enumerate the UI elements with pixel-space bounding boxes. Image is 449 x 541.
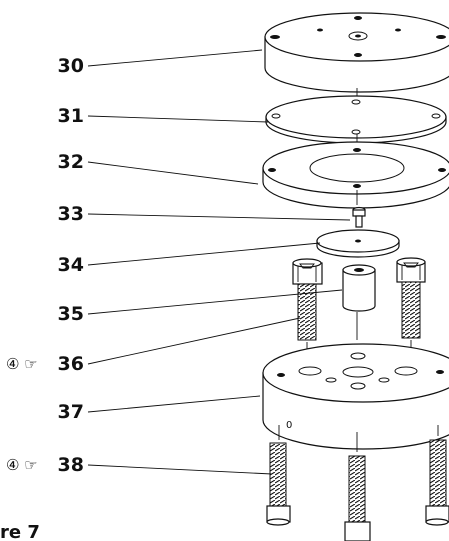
part-36-cap-screw-right: [396, 257, 426, 366]
part-30-top-plate: [264, 12, 449, 93]
part-36-cap-screw-left: [292, 258, 323, 366]
part-37-base-block: 0: [262, 343, 449, 450]
part-32-ring-flange: [262, 141, 449, 209]
label-33: 33: [58, 203, 84, 225]
hole-mark: 0: [286, 420, 292, 431]
part-34-small-disc: [316, 229, 400, 258]
part-labels: 30 31 32 33 34 35 36 ④ ☞ 37 38 ④ ☞: [6, 55, 84, 476]
label-32: 32: [58, 151, 84, 173]
part-38-bolt-right: [425, 425, 449, 526]
label-35: 35: [58, 303, 84, 325]
label-34: 34: [58, 254, 84, 276]
label-37: 37: [58, 401, 84, 423]
label-31: 31: [58, 105, 84, 127]
note-38-symbols: ④ ☞: [6, 456, 38, 474]
label-36: 36: [58, 353, 84, 375]
part-38-bolt-left: [266, 425, 291, 526]
part-35-spacer-sleeve: [342, 264, 376, 340]
leader-lines: [87, 49, 351, 475]
part-38-bolt-center: [344, 432, 371, 541]
figure-caption: re 7: [0, 522, 40, 541]
part-31-thin-disc: [265, 88, 447, 150]
note-36-symbols: ④ ☞: [6, 355, 38, 373]
label-38: 38: [58, 454, 84, 476]
label-30: 30: [58, 55, 84, 77]
part-33-small-screw: [352, 206, 366, 228]
